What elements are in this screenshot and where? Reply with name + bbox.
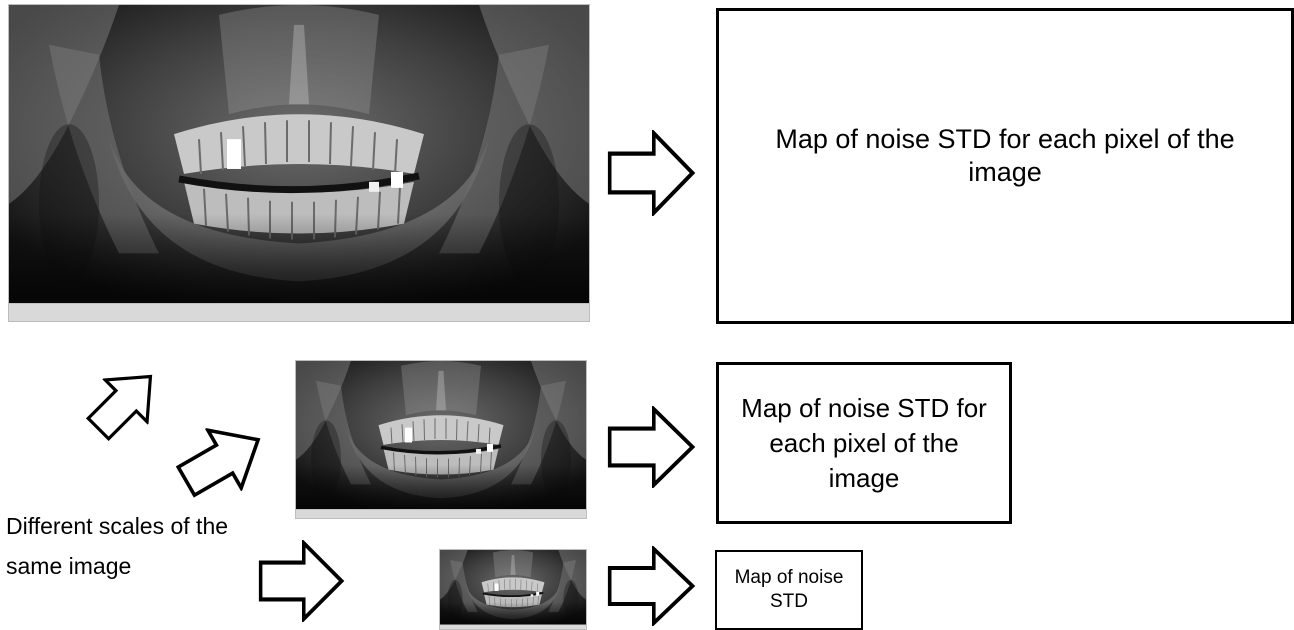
xray-small-graphic xyxy=(440,550,586,629)
arrow-scale-up-medium xyxy=(178,420,268,500)
xray-image-large xyxy=(8,4,590,322)
arrow-scale-right-small xyxy=(258,540,346,622)
noise-map-box-large: Map of noise STD for each pixel of the i… xyxy=(716,8,1294,324)
scales-caption: Different scales of the same image xyxy=(6,506,266,586)
arrow-right-small xyxy=(607,546,697,626)
noise-map-label-large: Map of noise STD for each pixel of the i… xyxy=(759,123,1251,189)
arrow-right-medium xyxy=(607,406,697,488)
xray-medium-graphic xyxy=(296,361,586,518)
noise-map-label-medium: Map of noise STD for each pixel of the i… xyxy=(739,391,989,496)
noise-map-label-small: Map of noise STD xyxy=(725,566,853,614)
arrow-right-large xyxy=(607,130,697,216)
arrow-scale-up-large xyxy=(85,362,165,442)
xray-large-graphic xyxy=(9,5,589,321)
xray-image-small xyxy=(439,549,587,630)
noise-map-box-small: Map of noise STD xyxy=(715,550,863,630)
xray-image-medium xyxy=(295,360,587,519)
noise-map-box-medium: Map of noise STD for each pixel of the i… xyxy=(716,362,1012,524)
